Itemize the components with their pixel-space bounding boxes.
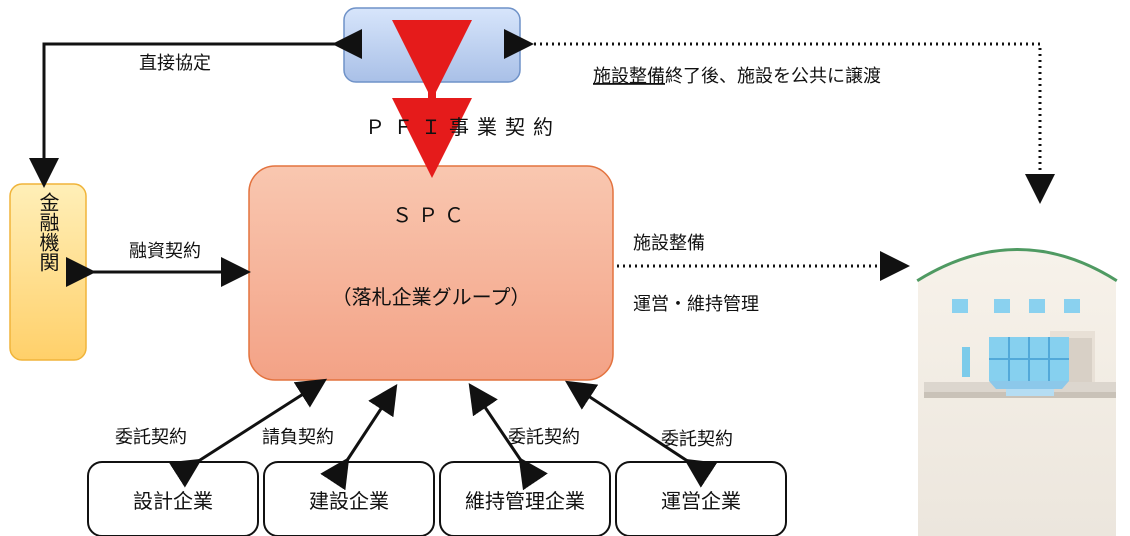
loan-contract-connector: 融資契約 xyxy=(66,241,251,287)
maintenance-company-label: 維持管理企業 xyxy=(465,489,585,513)
spc-title: ＳＰＣ xyxy=(392,203,470,227)
construction-contract-label: 請負契約 xyxy=(262,427,334,448)
operation-entrustment-connector: 委託契約 xyxy=(564,380,733,488)
design-entrustment-label: 委託契約 xyxy=(115,427,187,448)
loan-contract-label: 融資契約 xyxy=(129,241,201,262)
design-entrustment-connector: 委託契約 xyxy=(115,378,328,488)
maintenance-entrustment-connector: 委託契約 xyxy=(468,383,580,491)
spc-subtitle: （落札企業グループ） xyxy=(332,285,531,309)
finance-node: 金融機関 xyxy=(9,183,87,361)
public-node: 公共 xyxy=(343,7,521,83)
school-building-icon xyxy=(916,248,1118,536)
operation-company-node: 運営企業 xyxy=(615,461,787,536)
construction-company-label: 建設企業 xyxy=(309,489,389,513)
maintenance-entrustment-label: 委託契約 xyxy=(508,427,580,448)
design-company-node: 設計企業 xyxy=(87,461,259,536)
direct-agreement-label: 直接協定 xyxy=(139,53,211,74)
facility-transfer-label: 施設整備終了後、施設を公共に譲渡 xyxy=(593,66,881,87)
construction-company-node: 建設企業 xyxy=(263,461,435,536)
facility-transfer-connector: 施設整備終了後、施設を公共に譲渡 xyxy=(504,29,1055,204)
direct-agreement-connector: 直接協定 xyxy=(29,29,362,188)
pfi-contract-label: ＰＦＩ事業契約 xyxy=(365,115,561,139)
facility-transfer-rest-text: 終了後、施設を公共に譲渡 xyxy=(665,66,881,87)
facility-development-connector: 施設整備 運営・維持管理 xyxy=(617,233,910,315)
design-company-label: 設計企業 xyxy=(133,489,213,513)
construction-contract-connector: 請負契約 xyxy=(262,383,398,491)
finance-label: 金融機関 xyxy=(36,192,60,272)
facility-transfer-underlined-text: 施設整備 xyxy=(593,66,665,87)
spc-node: ＳＰＣ （落札企業グループ） xyxy=(248,165,614,381)
pfi-contract-connector: ＰＦＩ事業契約 xyxy=(365,20,561,178)
operation-entrustment-label: 委託契約 xyxy=(661,429,733,450)
operation-maintenance-label: 運営・維持管理 xyxy=(633,294,759,315)
public-label: 公共 xyxy=(412,35,452,59)
operation-company-label: 運営企業 xyxy=(661,489,741,513)
facility-development-label: 施設整備 xyxy=(633,233,705,254)
maintenance-company-node: 維持管理企業 xyxy=(439,461,611,536)
